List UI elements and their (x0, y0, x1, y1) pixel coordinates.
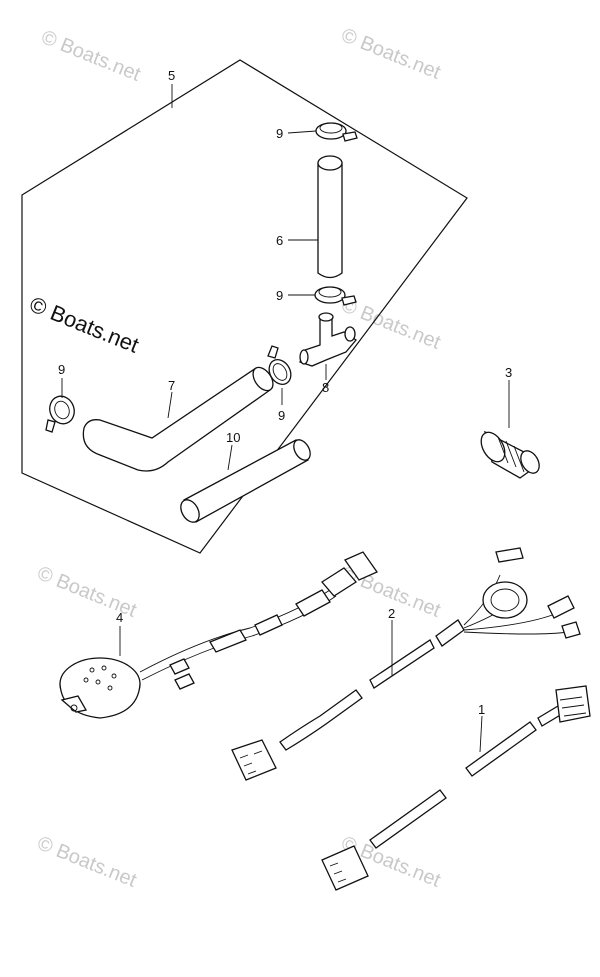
callout-9-left: 9 (58, 362, 65, 377)
callout-7: 7 (168, 378, 175, 393)
callout-6: 6 (276, 233, 283, 248)
sub-wiring-harness (321, 685, 591, 891)
sensor-harness (59, 551, 378, 719)
callout-9-middle: 9 (276, 288, 283, 303)
elbow-hose (82, 366, 274, 472)
callout-9-top: 9 (276, 126, 283, 141)
plug-fitting (480, 430, 540, 479)
watermark-top-right: © Boats.net (338, 24, 444, 84)
watermark-bottom-left: © Boats.net (34, 832, 140, 892)
watermark-main: © Boats.net (26, 291, 142, 357)
watermark-mid-left: © Boats.net (34, 562, 140, 622)
hose-clamp-middle (314, 286, 357, 306)
hose-clamp-top (315, 122, 358, 142)
callout-labels: 5 9 6 9 8 9 9 7 10 3 4 2 1 (58, 68, 512, 717)
callout-9-lower: 9 (278, 408, 285, 423)
watermark-top-left: © Boats.net (38, 26, 144, 86)
callout-3: 3 (505, 365, 512, 380)
vertical-hose (317, 155, 343, 279)
tee-fitting (299, 312, 357, 367)
callout-5: 5 (168, 68, 175, 83)
callout-2: 2 (388, 606, 395, 621)
callout-8: 8 (322, 380, 329, 395)
leader-lines (61, 84, 510, 753)
watermark-mid-right: © Boats.net (338, 294, 444, 354)
hose-clamp-left (45, 395, 75, 433)
callout-10: 10 (226, 430, 240, 445)
straight-hose (180, 439, 311, 523)
main-wiring-harness (231, 547, 581, 781)
callout-1: 1 (478, 702, 485, 717)
callout-4: 4 (116, 610, 123, 625)
kit-outline-box (21, 59, 468, 554)
